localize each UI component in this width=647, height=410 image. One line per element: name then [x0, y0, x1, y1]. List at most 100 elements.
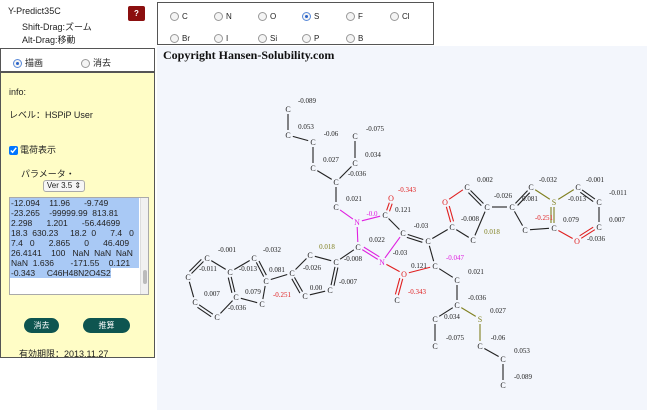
element-radio-o[interactable]: O: [258, 12, 276, 22]
version-select[interactable]: Ver 3.5 ⇕: [43, 180, 85, 192]
atom-c[interactable]: C: [333, 178, 338, 187]
atom-c[interactable]: C: [204, 254, 209, 263]
bond: [309, 290, 326, 296]
charge-label: 0.021: [346, 195, 362, 203]
show-charge-checkbox[interactable]: 電荷表示: [9, 143, 56, 156]
atom-c[interactable]: C: [310, 164, 315, 173]
scrollbar[interactable]: [140, 198, 148, 294]
atom-o[interactable]: O: [574, 237, 580, 246]
element-radio-n[interactable]: N: [214, 12, 232, 22]
charge-label: -0.03: [393, 249, 408, 257]
atom-c[interactable]: C: [263, 277, 268, 286]
atom-c[interactable]: C: [227, 268, 232, 277]
charge-label: -0.026: [494, 192, 513, 200]
atom-c[interactable]: C: [500, 355, 505, 364]
atom-c[interactable]: C: [425, 237, 430, 246]
copyright-text: Copyright Hansen-Solubility.com: [163, 48, 335, 62]
output-line: 7.4 0 2.865 0 46.409: [10, 238, 139, 248]
atom-c[interactable]: C: [454, 301, 459, 310]
atom-s[interactable]: S: [552, 198, 556, 207]
atom-o[interactable]: O: [442, 198, 448, 207]
bond: [295, 258, 307, 270]
atom-o[interactable]: O: [401, 270, 407, 279]
atom-c[interactable]: C: [477, 342, 482, 351]
atom-c[interactable]: C: [355, 243, 360, 252]
element-radio-i[interactable]: I: [214, 34, 228, 44]
atom-c[interactable]: C: [522, 226, 527, 235]
atom-c[interactable]: C: [509, 203, 514, 212]
bond: [408, 266, 431, 274]
atom-c[interactable]: C: [432, 342, 437, 351]
atom-c[interactable]: C: [400, 229, 405, 238]
atom-c[interactable]: C: [310, 138, 315, 147]
charge-label: -0.343: [408, 288, 427, 296]
clear-button[interactable]: 消去: [24, 318, 59, 333]
element-radio-br[interactable]: Br: [170, 34, 190, 44]
atom-c[interactable]: C: [214, 313, 219, 322]
atom-c[interactable]: C: [192, 298, 197, 307]
atom-c[interactable]: C: [382, 211, 387, 220]
double-bond: [448, 205, 455, 222]
atom-c[interactable]: C: [464, 183, 469, 192]
atom-c[interactable]: C: [528, 183, 533, 192]
estimate-button[interactable]: 推算: [83, 318, 130, 333]
atom-c[interactable]: C: [251, 254, 256, 263]
atom-s[interactable]: S: [478, 315, 482, 324]
atom-c[interactable]: C: [394, 296, 399, 305]
scrollbar-thumb[interactable]: [143, 270, 147, 284]
element-radio-b[interactable]: B: [346, 34, 363, 44]
mode-erase-label: 消去: [93, 58, 112, 68]
atom-c[interactable]: C: [432, 262, 437, 271]
element-radio-si[interactable]: Si: [258, 34, 277, 44]
atom-c[interactable]: C: [454, 276, 459, 285]
atom-c[interactable]: C: [307, 251, 312, 260]
info-label: info:: [9, 87, 27, 97]
atom-n[interactable]: N: [379, 258, 385, 267]
atom-c[interactable]: C: [470, 236, 475, 245]
output-textarea[interactable]: -12.094 11.96 -9.749-23.265 -99999.99 81…: [9, 197, 149, 295]
charge-label: -0.075: [446, 334, 465, 342]
atom-c[interactable]: C: [551, 224, 556, 233]
element-radio-p[interactable]: P: [302, 34, 319, 44]
element-radio-s[interactable]: S: [302, 12, 320, 22]
element-label: C: [182, 12, 188, 21]
element-radio-c[interactable]: C: [170, 12, 188, 22]
element-label: S: [314, 12, 320, 21]
atom-c[interactable]: C: [500, 381, 505, 390]
atom-c[interactable]: C: [289, 269, 294, 278]
element-radio-f[interactable]: F: [346, 12, 363, 22]
atom-c[interactable]: C: [449, 223, 454, 232]
charge-label: 0.021: [468, 268, 484, 276]
atom-c[interactable]: C: [185, 273, 190, 282]
atom-c[interactable]: C: [285, 105, 290, 114]
atom-c[interactable]: C: [233, 293, 238, 302]
atom-c[interactable]: C: [327, 286, 332, 295]
atom-c[interactable]: C: [285, 131, 290, 140]
atom-c[interactable]: C: [352, 132, 357, 141]
atom-n[interactable]: N: [354, 218, 360, 227]
element-radio-cl[interactable]: Cl: [390, 12, 410, 22]
bond: [356, 226, 359, 243]
atom-c[interactable]: C: [302, 292, 307, 301]
molecule-canvas[interactable]: [157, 46, 647, 410]
atom-c[interactable]: C: [484, 203, 489, 212]
atom-o[interactable]: O: [388, 194, 394, 203]
mode-draw-radio[interactable]: 描画: [13, 56, 43, 69]
checkbox-icon[interactable]: [9, 146, 18, 156]
atom-c[interactable]: C: [333, 258, 338, 267]
help-button[interactable]: ?: [128, 6, 145, 21]
atom-c[interactable]: C: [259, 300, 264, 309]
atom-c[interactable]: C: [432, 315, 437, 324]
expiry-date: 有効期限：2013.11.27: [19, 349, 109, 359]
atom-c[interactable]: C: [333, 203, 338, 212]
charge-label: 0.121: [411, 262, 427, 270]
charge-label: 0.079: [563, 216, 579, 224]
atom-c[interactable]: C: [596, 198, 601, 207]
mode-erase-radio[interactable]: 消去: [81, 56, 111, 69]
element-label: Br: [182, 34, 190, 43]
atom-c[interactable]: C: [575, 183, 580, 192]
charge-label: -0.251: [273, 291, 292, 299]
atom-c[interactable]: C: [352, 159, 357, 168]
atom-c[interactable]: C: [596, 223, 601, 232]
